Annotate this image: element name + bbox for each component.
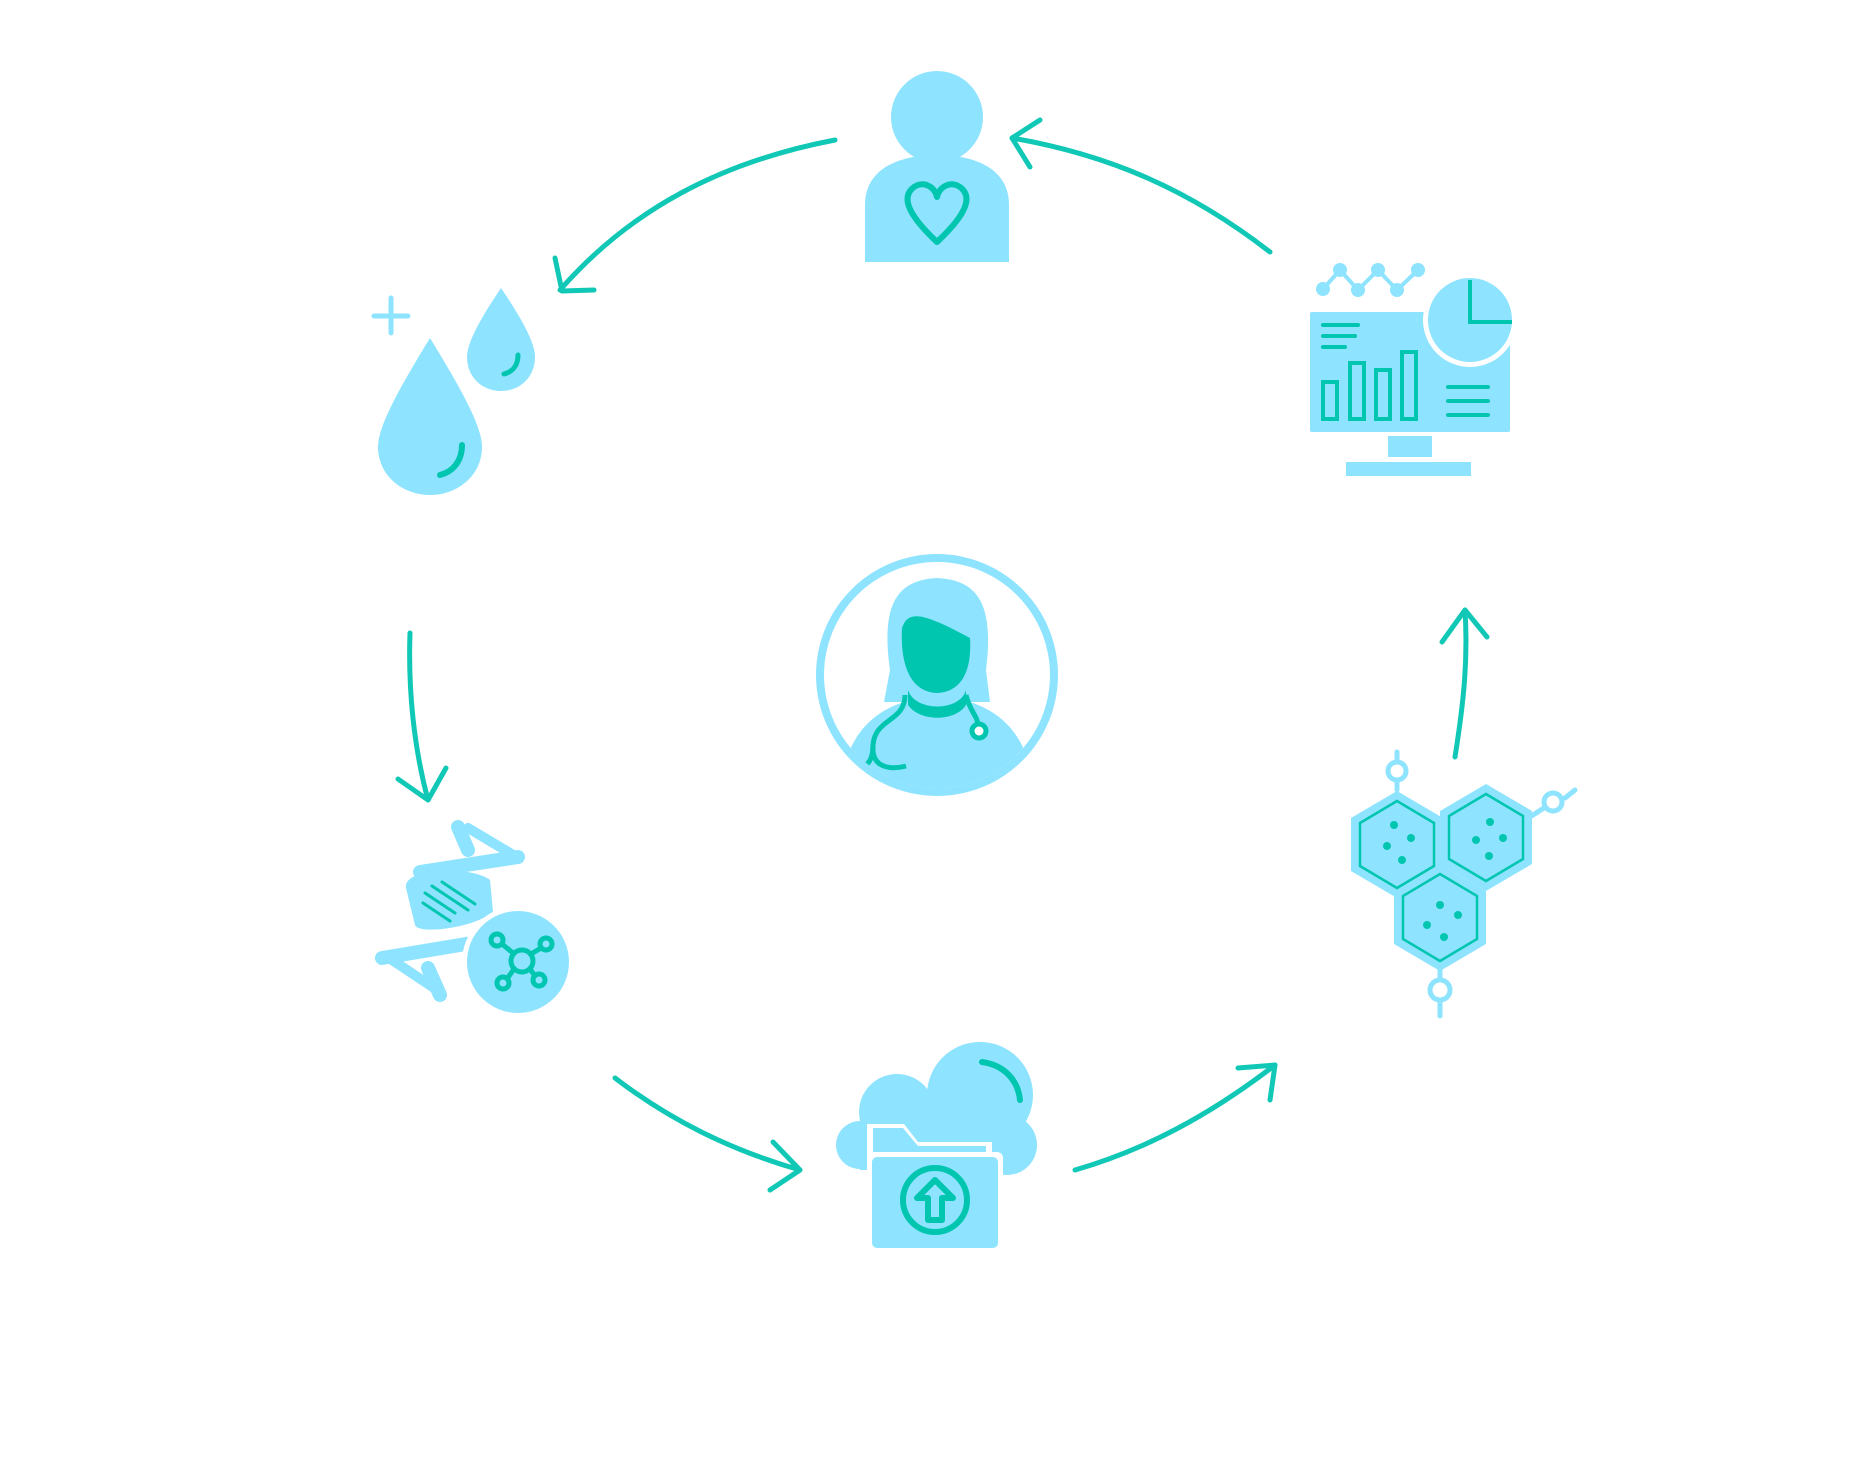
dna-molecule-icon [375,820,574,1018]
doctor-icon [816,554,1058,796]
arrow-cells-to-dashboard [1439,607,1490,760]
arrow-patient-to-blood [552,137,838,294]
hexagon-cells-icon [1351,749,1578,1019]
arrow-blood-to-dna [395,630,449,803]
cloud-folder-upload-icon [836,1042,1037,1250]
patient-heart-icon [865,71,1009,262]
analytics-dashboard-icon [1310,263,1517,476]
arrow-cloud-to-cells [1072,1062,1278,1173]
arrow-dna-to-cloud [612,1075,803,1193]
blood-drops-icon [371,288,535,495]
arrow-dashboard-to-patient [1009,117,1273,255]
